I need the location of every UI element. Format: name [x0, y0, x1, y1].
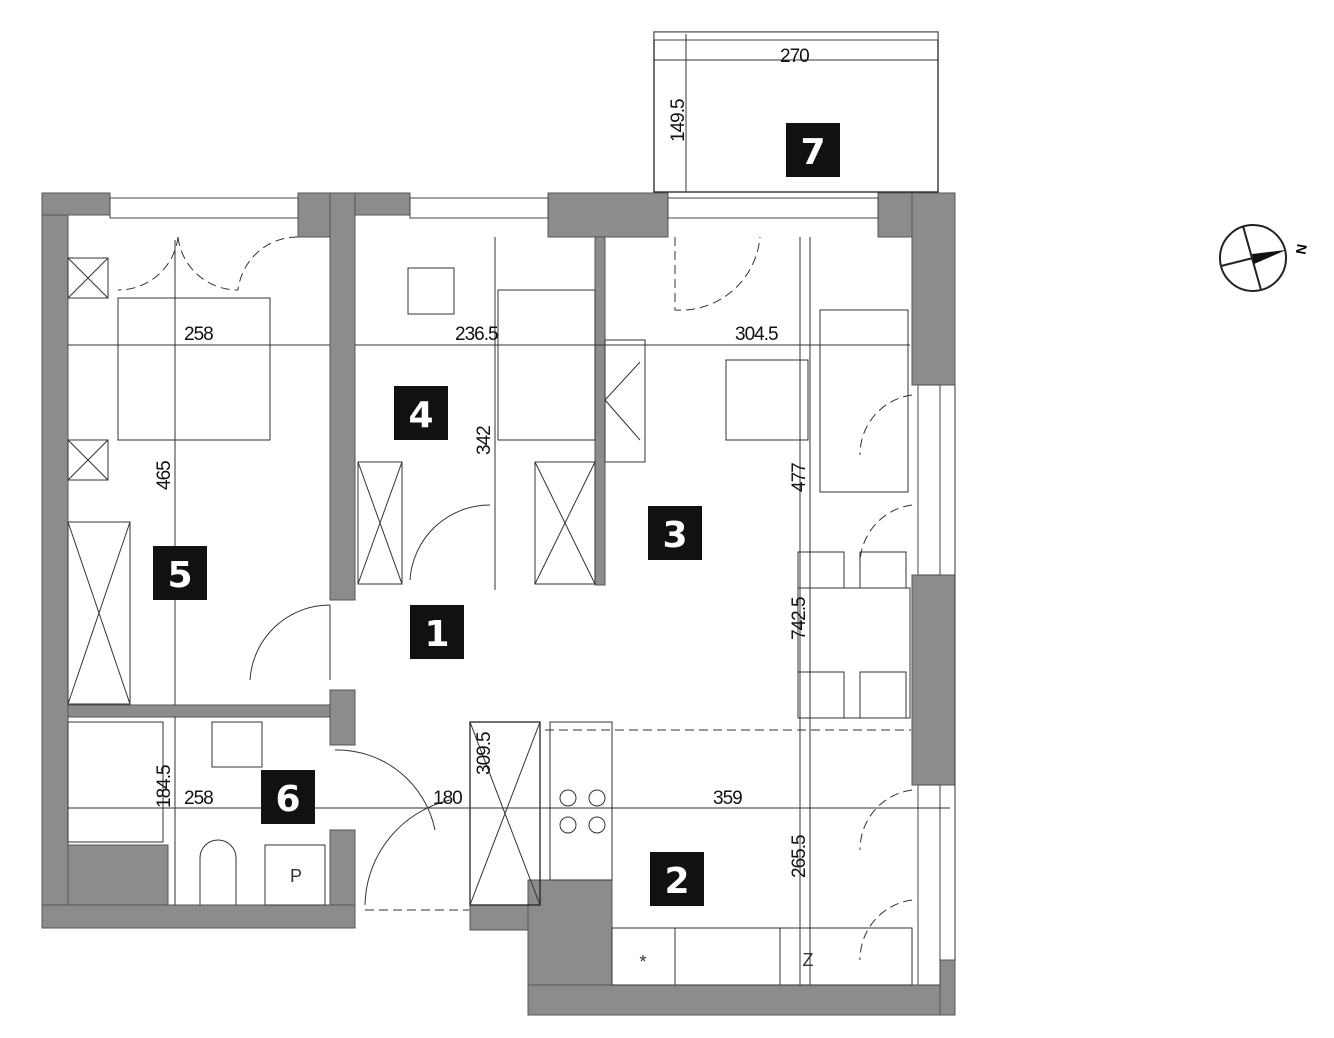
dim-room5-length: 465 [154, 461, 175, 490]
dim-room2-length: 265.5 [789, 835, 810, 878]
room-badge-4: 4 [394, 386, 448, 440]
dim-room3-length-a: 477 [789, 463, 810, 492]
svg-text:7: 7 [800, 132, 825, 173]
room-badge-6: 6 [261, 770, 315, 824]
room-badge-7: 7 [786, 123, 840, 177]
dim-hall-width: 180 [433, 788, 462, 809]
walls [41, 192, 956, 1016]
dim-room3-length-b: 742.5 [789, 597, 810, 640]
dimension-labels: 270 149.5 258 236.5 304.5 465 342 477 74… [154, 46, 810, 878]
svg-text:5: 5 [167, 555, 192, 596]
dim-room4-width: 236.5 [455, 324, 498, 345]
dim-room4-length: 342 [474, 426, 495, 455]
svg-text:3: 3 [662, 515, 687, 556]
dim-room5-width: 258 [184, 324, 213, 345]
dim-room2-width: 359 [713, 788, 742, 809]
svg-text:4: 4 [408, 395, 433, 436]
washer-label: P [290, 866, 302, 886]
compass-icon: N [1219, 224, 1310, 292]
room-badge-1: 1 [410, 605, 464, 659]
dim-room6-width: 258 [184, 788, 213, 809]
dim-room3-width: 304.5 [735, 324, 778, 345]
room-badge-5: 5 [153, 546, 207, 600]
fridge-label: Z [803, 950, 814, 970]
svg-text:1: 1 [424, 614, 449, 655]
dim-room6-length: 184.5 [154, 765, 175, 808]
room-badge-2: 2 [650, 852, 704, 906]
room-badge-3: 3 [648, 506, 702, 560]
svg-text:6: 6 [275, 779, 300, 820]
compass-north-label: N [1292, 243, 1310, 256]
dim-hall-closet: 309.5 [474, 732, 495, 775]
freezer-label: * [639, 952, 646, 972]
windows [109, 197, 956, 986]
dim-balcony-depth: 149.5 [668, 99, 689, 142]
furniture [67, 45, 950, 986]
dim-balcony-width: 270 [780, 46, 809, 67]
svg-text:2: 2 [664, 861, 689, 902]
